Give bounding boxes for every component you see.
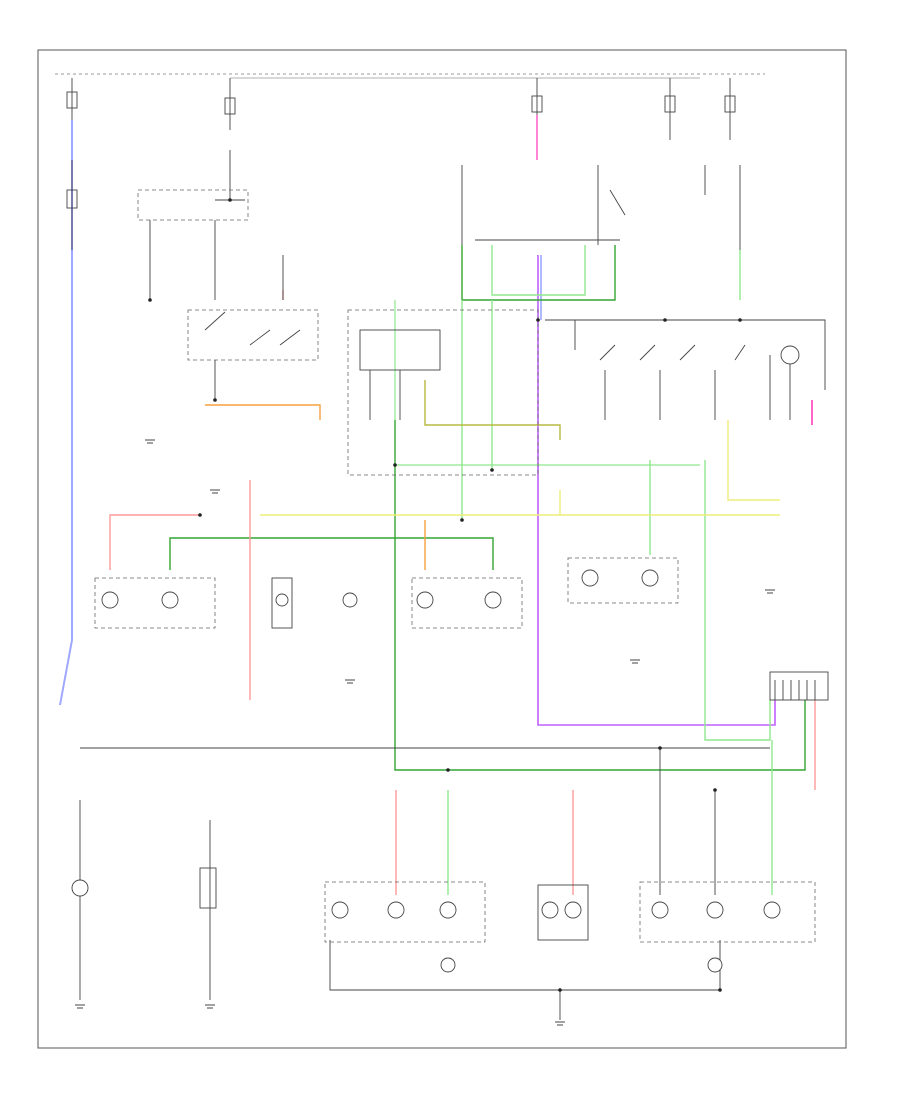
bulb-right-indicator <box>780 345 800 365</box>
right-rear-tail-lamp <box>706 901 724 919</box>
left-rear-tail-lamp <box>387 901 405 919</box>
left-side-marker-box <box>271 577 293 629</box>
ground-1 <box>145 439 155 444</box>
right-rear-backup-lamp <box>707 957 723 973</box>
ground-symbols <box>75 439 775 1026</box>
splice-dot <box>198 513 202 517</box>
wire-bus-right <box>545 319 826 390</box>
wire-fuse-2 <box>215 78 245 201</box>
right-front-lamp-box <box>411 577 523 629</box>
splice-dot <box>148 298 152 302</box>
wire-yellow-2 <box>727 420 780 501</box>
splice-dot <box>460 518 464 522</box>
fuse-left-1 <box>66 91 78 109</box>
left-rear-backup-lamp <box>440 957 456 973</box>
headlight-switch-box <box>137 189 249 221</box>
right-rear-stop-lamp <box>651 901 669 919</box>
left-front-turn-lamp <box>161 591 179 609</box>
right-front-turn-lamp <box>484 591 502 609</box>
trailer-connector-box <box>199 867 217 909</box>
wire-orange-1 <box>205 404 321 420</box>
wire-green-1 <box>461 245 616 301</box>
wire-hazard <box>369 370 401 420</box>
splice-dot <box>446 768 450 772</box>
ground-7 <box>205 1004 215 1009</box>
fuse-top-right-2 <box>664 95 676 113</box>
splice-dot <box>228 198 232 202</box>
splice-dot <box>713 788 717 792</box>
right-connector-block <box>769 671 829 701</box>
wire-violet <box>537 255 776 726</box>
hazard-switch-box <box>347 309 539 476</box>
splice-dots <box>148 198 742 992</box>
wire-top-right-1 <box>536 78 741 250</box>
right-side-marker-lamp <box>342 592 358 608</box>
left-side-marker-lamp <box>275 593 289 607</box>
fuse-left-2 <box>66 189 78 209</box>
fuse-top-right-1 <box>531 95 543 113</box>
splice-dot <box>490 468 494 472</box>
wire-light-green-upper <box>394 300 700 466</box>
splice-dot <box>213 398 217 402</box>
left-rear-stop-lamp <box>331 901 349 919</box>
ground-2 <box>210 489 220 494</box>
left-rear-combination-box <box>324 881 486 943</box>
fuse-2 <box>224 97 236 115</box>
splice-dot <box>663 318 667 322</box>
splice-dot <box>393 463 397 467</box>
license-lamp <box>71 879 89 897</box>
ground-6 <box>75 1004 85 1009</box>
right-front-park-lamp <box>416 591 434 609</box>
wire-green-main <box>394 420 806 771</box>
meter-left-indicator <box>581 569 599 587</box>
ground-4 <box>345 679 355 684</box>
combination-meter-box <box>567 557 679 604</box>
combination-switch-box <box>187 309 319 361</box>
splice-dot <box>658 746 662 750</box>
high-mount-stop-lamp-1 <box>541 901 559 919</box>
right-rear-combination-box <box>639 881 816 943</box>
wire-olive <box>424 380 561 440</box>
ground-5 <box>630 659 640 664</box>
black-wires <box>66 78 826 1020</box>
wire-combination-switch <box>204 311 301 400</box>
splice-dot <box>718 988 722 992</box>
lamps <box>71 557 816 973</box>
wire-right-switches <box>574 320 746 420</box>
connector-pins <box>774 680 816 700</box>
high-mount-stop-lamp-2 <box>564 901 582 919</box>
left-front-park-lamp <box>101 591 119 609</box>
wire-light-blue-left <box>59 120 73 706</box>
ground-3 <box>765 589 775 594</box>
wire-red-left <box>109 514 200 570</box>
splice-dot <box>558 988 562 992</box>
left-front-lamp-box <box>94 577 216 629</box>
wire-light-green-right <box>704 460 771 741</box>
splice-dot <box>536 318 540 322</box>
colored-wires <box>59 115 816 895</box>
diagram-border <box>37 49 847 1049</box>
wire-center-relays <box>461 165 626 245</box>
turn-signal-relay <box>359 329 441 371</box>
meter-right-indicator <box>641 569 659 587</box>
fuse-top-right-3 <box>724 95 736 113</box>
wire-grid-h2 <box>329 940 721 991</box>
wire-light-green-1 <box>491 245 586 296</box>
right-rear-turn-lamp <box>763 901 781 919</box>
left-rear-turn-lamp <box>439 901 457 919</box>
wire-grid-v1 <box>659 748 716 895</box>
wire-green-lower <box>169 537 494 570</box>
splice-dot <box>738 318 742 322</box>
ground-8 <box>555 1021 565 1026</box>
wire-right-indicator <box>769 355 791 420</box>
high-mount-stop-box <box>537 884 589 941</box>
wire-headlight-switch-1 <box>149 220 284 300</box>
